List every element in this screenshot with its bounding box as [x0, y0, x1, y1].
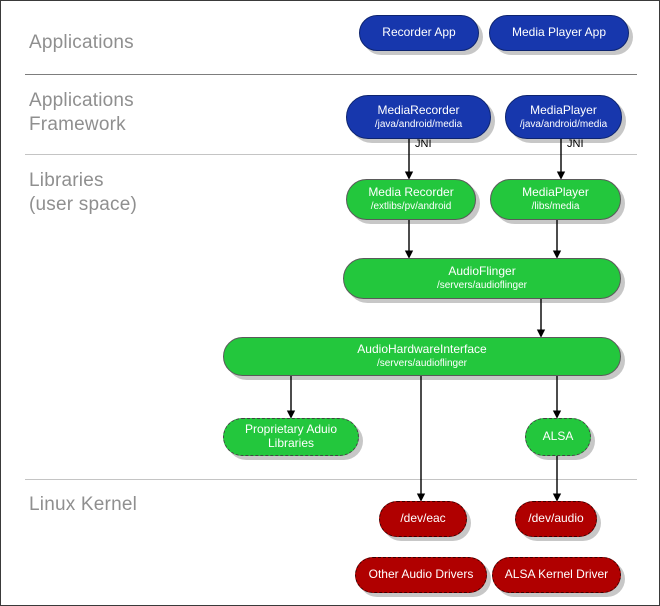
node-title: Media Player App [511, 25, 607, 40]
node-subtitle: /servers/audioflinger [376, 358, 468, 370]
node-subtitle: /libs/media [531, 201, 580, 213]
node-proprietary-audio-libs[interactable]: Proprietary Aduio Libraries [223, 418, 359, 456]
node-title: MediaPlayer [522, 185, 589, 200]
node-audio-flinger[interactable]: AudioFlinger/servers/audioflinger [343, 258, 621, 299]
node-title: AudioHardwareInterface [357, 342, 487, 357]
node-title: AudioFlinger [448, 264, 516, 279]
node-subtitle: /java/android/media [374, 118, 463, 130]
node-title: ALSA Kernel Driver [504, 567, 609, 582]
connector-label-jni-recorder: JNI [415, 138, 432, 150]
node-subtitle: /extlibs/pv/android [370, 201, 452, 213]
node-title: MediaPlayer [530, 102, 597, 117]
node-title: Recorder App [382, 25, 456, 40]
node-audio-hardware-interface[interactable]: AudioHardwareInterface/servers/audioflin… [223, 337, 621, 376]
node-subtitle: /servers/audioflinger [436, 280, 528, 292]
node-dev-audio[interactable]: /dev/audio [515, 501, 597, 537]
node-media-player-app[interactable]: Media Player App [489, 15, 629, 51]
node-title: MediaRecorder [377, 102, 460, 117]
layer-label-applications-framework: Applications Framework [29, 90, 134, 135]
node-title: /dev/audio [528, 511, 584, 526]
node-media-player-lib[interactable]: MediaPlayer/libs/media [490, 179, 621, 220]
divider-applications [25, 74, 637, 75]
node-media-player-framework[interactable]: MediaPlayer/java/android/media [505, 95, 622, 139]
divider-framework [25, 154, 637, 155]
node-recorder-app[interactable]: Recorder App [359, 15, 479, 51]
node-other-audio-drivers[interactable]: Other Audio Drivers [355, 557, 487, 593]
layer-label-libraries: Libraries (user space) [29, 170, 137, 215]
node-title: Proprietary Aduio Libraries [244, 422, 338, 450]
node-title: Media Recorder [368, 185, 454, 200]
connector-label-jni-player: JNI [567, 138, 584, 150]
layer-label-applications: Applications [29, 32, 134, 53]
node-dev-eac[interactable]: /dev/eac [379, 501, 467, 537]
node-alsa-kernel-driver[interactable]: ALSA Kernel Driver [492, 557, 621, 593]
node-title: /dev/eac [400, 511, 446, 526]
node-alsa[interactable]: ALSA [525, 418, 591, 456]
layer-label-linux-kernel: Linux Kernel [29, 494, 138, 515]
node-media-recorder-framework[interactable]: MediaRecorder/java/android/media [346, 95, 491, 139]
node-subtitle: /java/android/media [519, 118, 608, 130]
divider-kernel [25, 479, 637, 480]
node-title: ALSA [542, 429, 574, 444]
node-title: Other Audio Drivers [368, 567, 474, 582]
node-media-recorder-lib[interactable]: Media Recorder/extlibs/pv/android [346, 179, 476, 220]
